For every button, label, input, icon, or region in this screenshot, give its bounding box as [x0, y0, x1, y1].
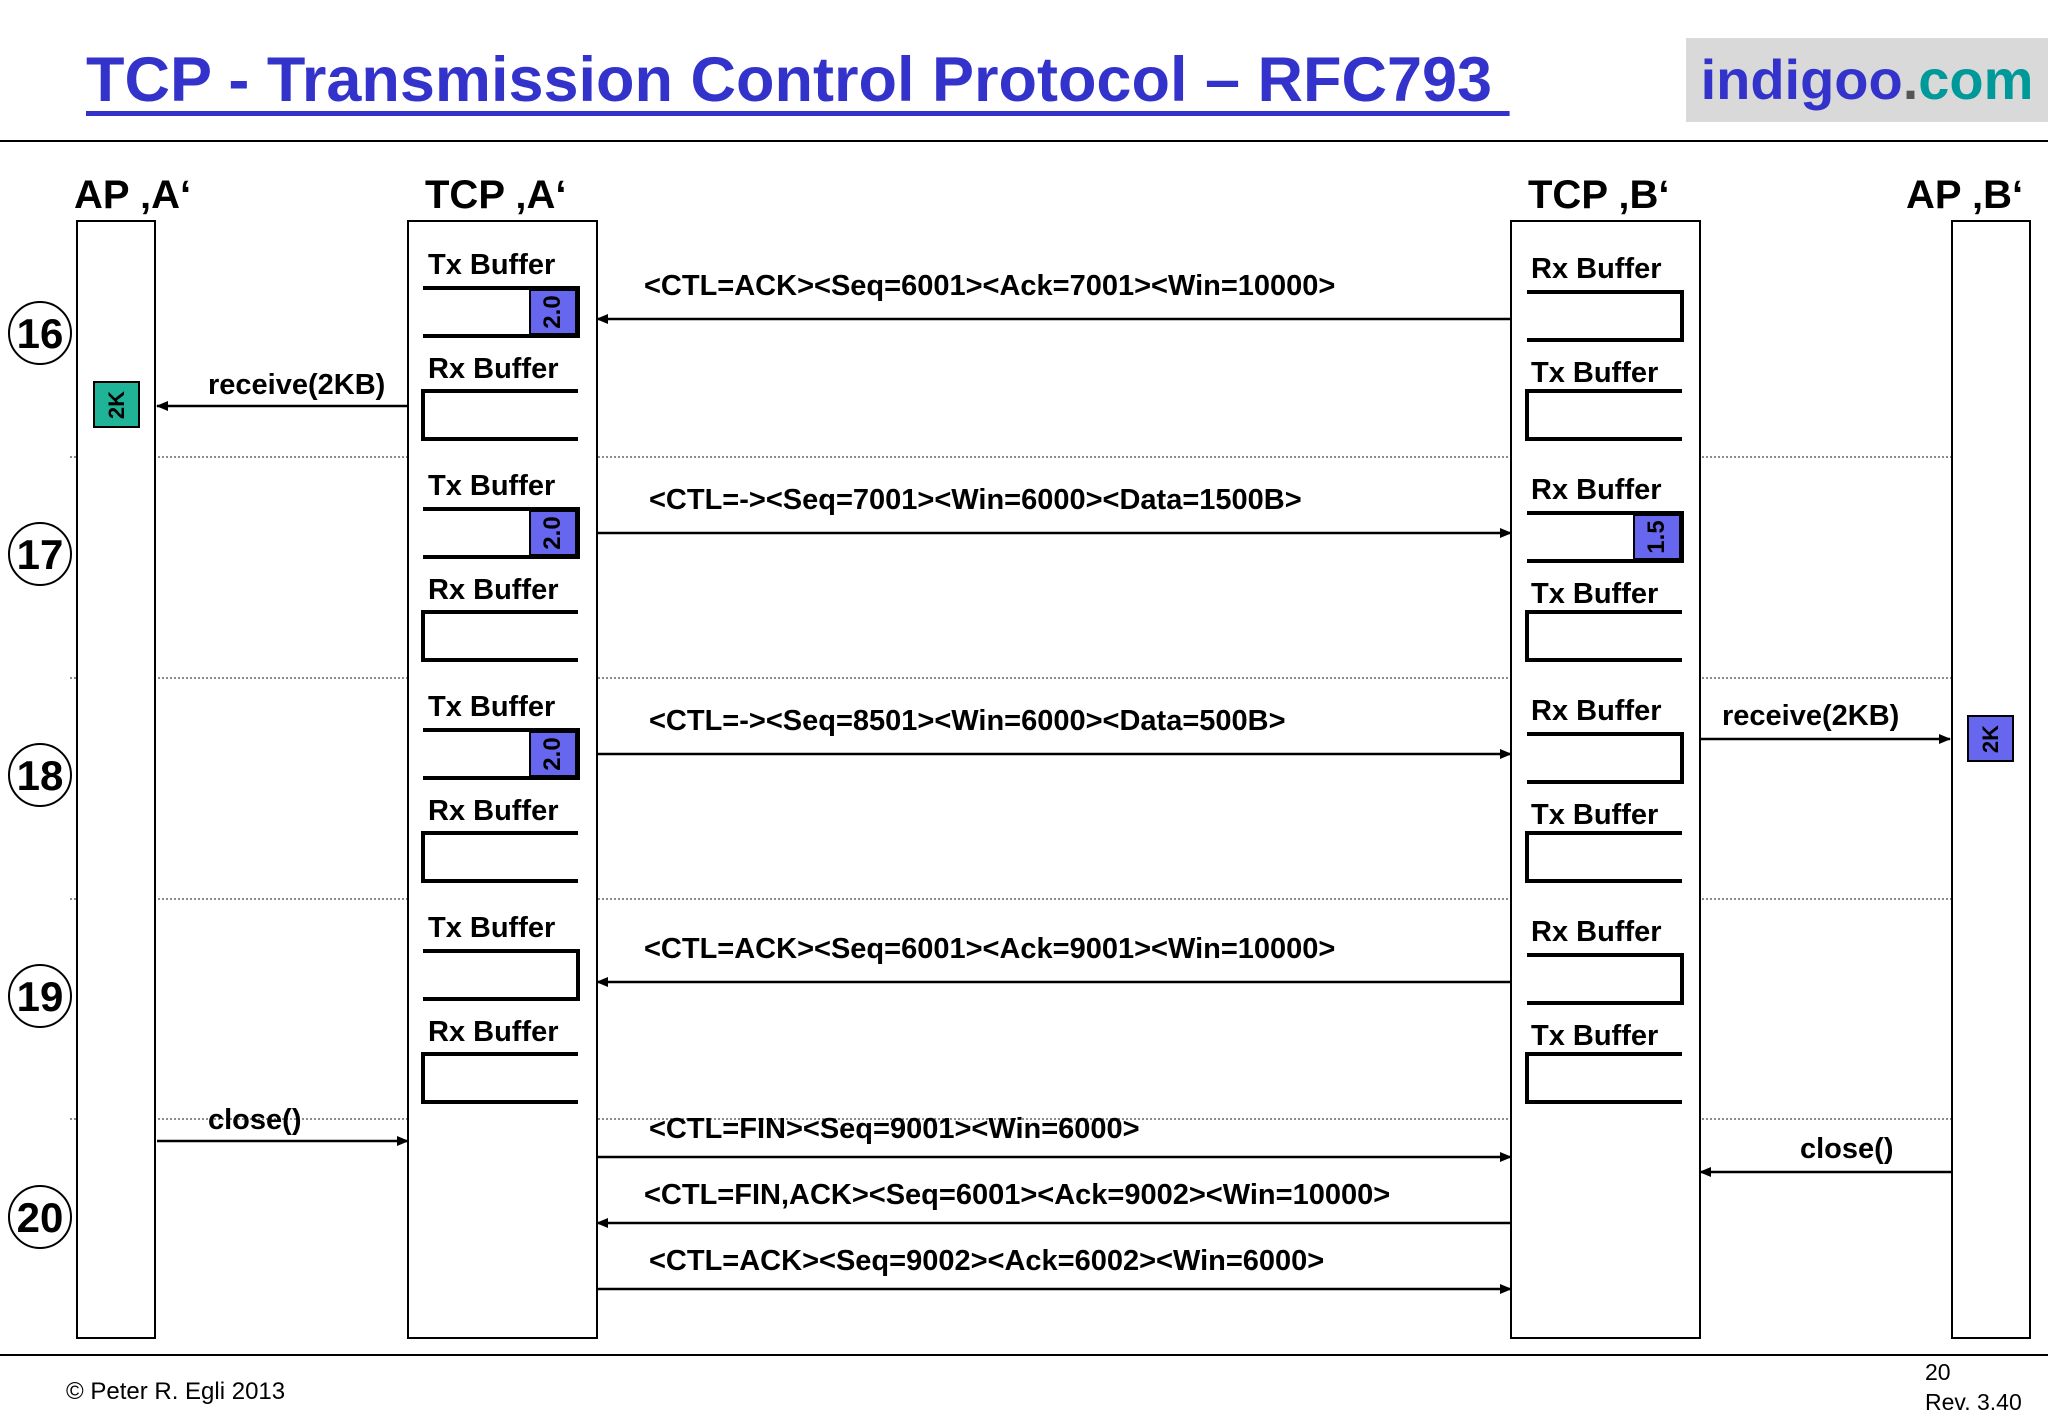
tcp-b-tx-buffer-label: Tx Buffer [1531, 1020, 1658, 1052]
tcp-b-tx-buffer-label: Tx Buffer [1531, 799, 1658, 831]
lane-tcp-b-header: TCP ‚B‘ [1528, 173, 1670, 217]
buffer-outline [421, 389, 578, 441]
tcp-a-rx-buffer-label: Rx Buffer [428, 353, 559, 385]
slide-title-container: TCP - Transmission Control Protocol – RF… [86, 40, 1510, 120]
app-a-call-label: receive(2KB) [208, 369, 385, 401]
tcp-a-tx-buffer-label: Tx Buffer [428, 691, 555, 723]
message-label: <CTL=ACK><Seq=6001><Ack=9001><Win=10000> [644, 933, 1335, 965]
step-number: 20 [17, 1194, 64, 1241]
buffer-fill-block [529, 731, 577, 777]
buffer-outline [1525, 389, 1682, 441]
app-a-call-label: close() [208, 1104, 301, 1136]
app-b-data-block-label: 2K [1978, 725, 2003, 753]
buffer-outline [1527, 511, 1684, 563]
buffer-fill-label: 2.0 [539, 295, 566, 328]
buffer-outline [1525, 1052, 1682, 1104]
message-label: <CTL=ACK><Seq=9002><Ack=6002><Win=6000> [649, 1245, 1324, 1277]
step-20: 20 <CTL=FIN><Seq=9001><Win=6000> <CTL=FIN,… [8, 1104, 1952, 1294]
buffer-outline [1527, 953, 1684, 1005]
tcp-b-tx-buffer-label: Tx Buffer [1531, 578, 1658, 610]
app-b-call-label: close() [1800, 1133, 1893, 1165]
lane-tcp-b-box [1510, 220, 1701, 1339]
logo-part-indigoo: indigoo [1700, 48, 1903, 111]
buffer-outline [421, 610, 578, 662]
buffer-fill-block [529, 510, 577, 556]
app-a-data-block-label: 2K [104, 391, 129, 419]
logo-dot: . [1902, 48, 1919, 111]
buffer-outline [423, 728, 580, 780]
logo-part-com: com [1918, 48, 2034, 111]
footer-page-info: 20 Rev. 3.40 [1925, 1357, 2022, 1417]
indigoo-logo: indigoo.com [1686, 38, 2048, 122]
buffer-fill-block [529, 289, 577, 335]
tcp-b-rx-buffer-label: Rx Buffer [1531, 916, 1662, 948]
slide-title: TCP - Transmission Control Protocol – RF… [86, 45, 1510, 115]
app-b-call-label: receive(2KB) [1722, 700, 1899, 732]
step-number-circle [8, 301, 72, 365]
buffer-outline [1527, 732, 1684, 784]
step-17: 17 Tx Buffer 2.0 Rx Buffer Rx Buffer 1.5 Tx Bu… [8, 470, 1684, 662]
buffer-fill-label: 2.0 [539, 737, 566, 770]
message-label: <CTL=FIN,ACK><Seq=6001><Ack=9002><Win=10… [644, 1179, 1390, 1211]
tcp-a-tx-buffer-label: Tx Buffer [428, 249, 555, 281]
tcp-b-rx-buffer-label: Rx Buffer [1531, 695, 1662, 727]
buffer-outline [1525, 831, 1682, 883]
step-number-circle [8, 743, 72, 807]
tcp-a-rx-buffer-label: Rx Buffer [428, 795, 559, 827]
lane-ap-b-box [1951, 220, 2031, 1339]
buffer-outline [1525, 610, 1682, 662]
app-a-data-block [93, 381, 140, 428]
buffer-outline [421, 831, 578, 883]
message-label: <CTL=FIN><Seq=9001><Win=6000> [649, 1113, 1140, 1145]
step-18: 18 Tx Buffer 2.0 Rx Buffer Rx Buffer Tx Buffe… [8, 691, 2014, 883]
revision: Rev. 3.40 [1925, 1389, 2022, 1415]
buffer-outline [423, 507, 580, 559]
message-label: <CTL=-><Seq=8501><Win=6000><Data=500B> [649, 705, 1286, 737]
step-16: 16 Tx Buffer 2.0 Rx Buffer Rx Buffer Tx Buffe… [8, 249, 1684, 441]
message-label: <CTL=ACK><Seq=6001><Ack=7001><Win=10000> [644, 270, 1335, 302]
tcp-b-tx-buffer-label: Tx Buffer [1531, 357, 1658, 389]
buffer-fill-label: 1.5 [1643, 520, 1670, 553]
step-number: 19 [17, 973, 64, 1020]
step-number-circle [8, 964, 72, 1028]
tcp-a-tx-buffer-label: Tx Buffer [428, 470, 555, 502]
tcp-b-rx-buffer-label: Rx Buffer [1531, 474, 1662, 506]
tcp-a-tx-buffer-label: Tx Buffer [428, 912, 555, 944]
step-number: 17 [17, 531, 64, 578]
buffer-outline [421, 1052, 578, 1104]
tcp-a-rx-buffer-label: Rx Buffer [428, 574, 559, 606]
step-number-circle [8, 1185, 72, 1249]
step-number: 18 [17, 752, 64, 799]
step-19: 19 Tx Buffer Rx Buffer Rx Buffer Tx Buffer <C… [8, 912, 1684, 1104]
footer-copyright: © Peter R. Egli 2013 [66, 1378, 286, 1405]
page-number: 20 [1925, 1359, 1951, 1385]
lane-ap-a-header: AP ‚A‘ [74, 173, 191, 217]
buffer-outline [423, 286, 580, 338]
buffer-fill-block [1633, 514, 1681, 560]
message-label: <CTL=-><Seq=7001><Win=6000><Data=1500B> [649, 484, 1302, 516]
tcp-b-rx-buffer-label: Rx Buffer [1531, 253, 1662, 285]
buffer-fill-label: 2.0 [539, 516, 566, 549]
step-number-circle [8, 522, 72, 586]
tcp-a-rx-buffer-label: Rx Buffer [428, 1016, 559, 1048]
buffer-outline [1527, 290, 1684, 342]
app-b-data-block [1967, 715, 2014, 762]
lane-tcp-a-header: TCP ‚A‘ [425, 173, 567, 217]
step-number: 16 [17, 310, 64, 357]
buffer-outline [423, 949, 580, 1001]
lane-ap-b-header: AP ‚B‘ [1906, 173, 2023, 217]
